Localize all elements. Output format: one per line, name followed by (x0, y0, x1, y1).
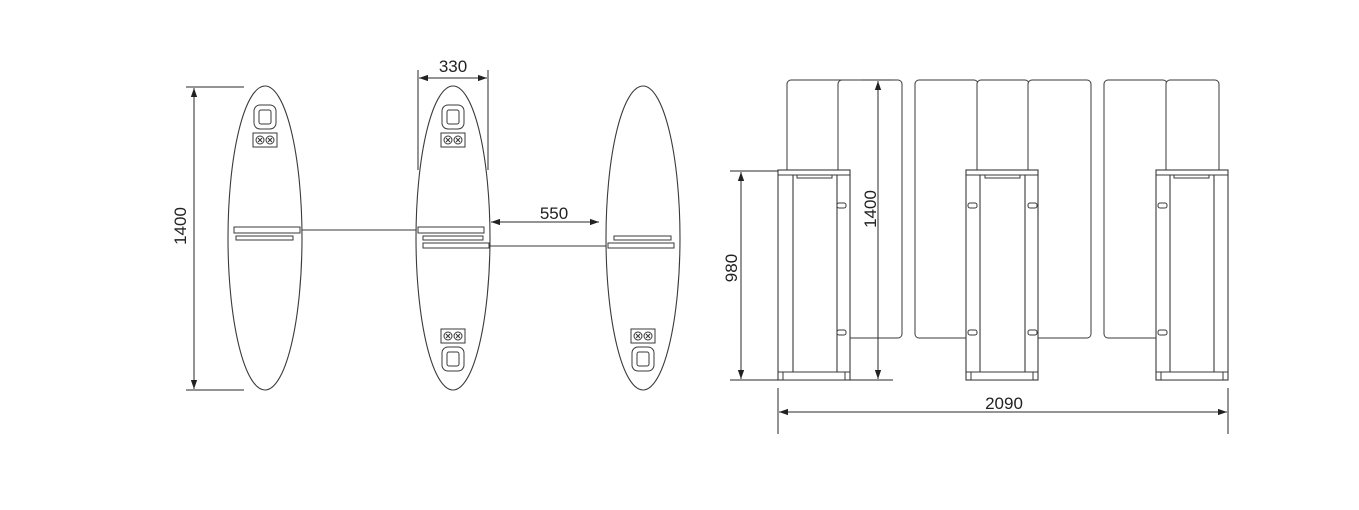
pedestal-right (605, 85, 681, 391)
card-reader-icon (630, 328, 656, 372)
dimension-label-body-height: 980 (722, 254, 741, 282)
turnstile-post-right (1155, 169, 1229, 381)
dimension-glass-height: 1400 (850, 79, 893, 381)
front-view: 980 1400 2090 (722, 79, 1229, 434)
card-reader-icon (440, 104, 466, 148)
dimension-label-plan-width: 330 (439, 57, 467, 76)
dimension-label-total-width: 2090 (985, 394, 1023, 413)
turnstile-post-center (965, 169, 1039, 381)
pedestal-center (415, 85, 491, 391)
dimension-label-glass-height: 1400 (861, 190, 880, 228)
dimension-gap: 550 (491, 204, 599, 226)
dimension-plan-height: 1400 (171, 86, 244, 391)
dimension-total-width: 2090 (777, 388, 1229, 434)
turnstile-post-left (777, 169, 851, 381)
card-reader-icon (440, 328, 466, 372)
dimension-label-gap: 550 (540, 204, 568, 223)
dimension-label-plan-height: 1400 (171, 207, 190, 245)
card-reader-icon (252, 104, 278, 148)
pedestal-left (227, 85, 303, 391)
dimension-plan-width: 330 (417, 57, 489, 170)
dimension-body-height: 980 (722, 170, 778, 381)
plan-view: 1400 330 550 (171, 57, 681, 391)
